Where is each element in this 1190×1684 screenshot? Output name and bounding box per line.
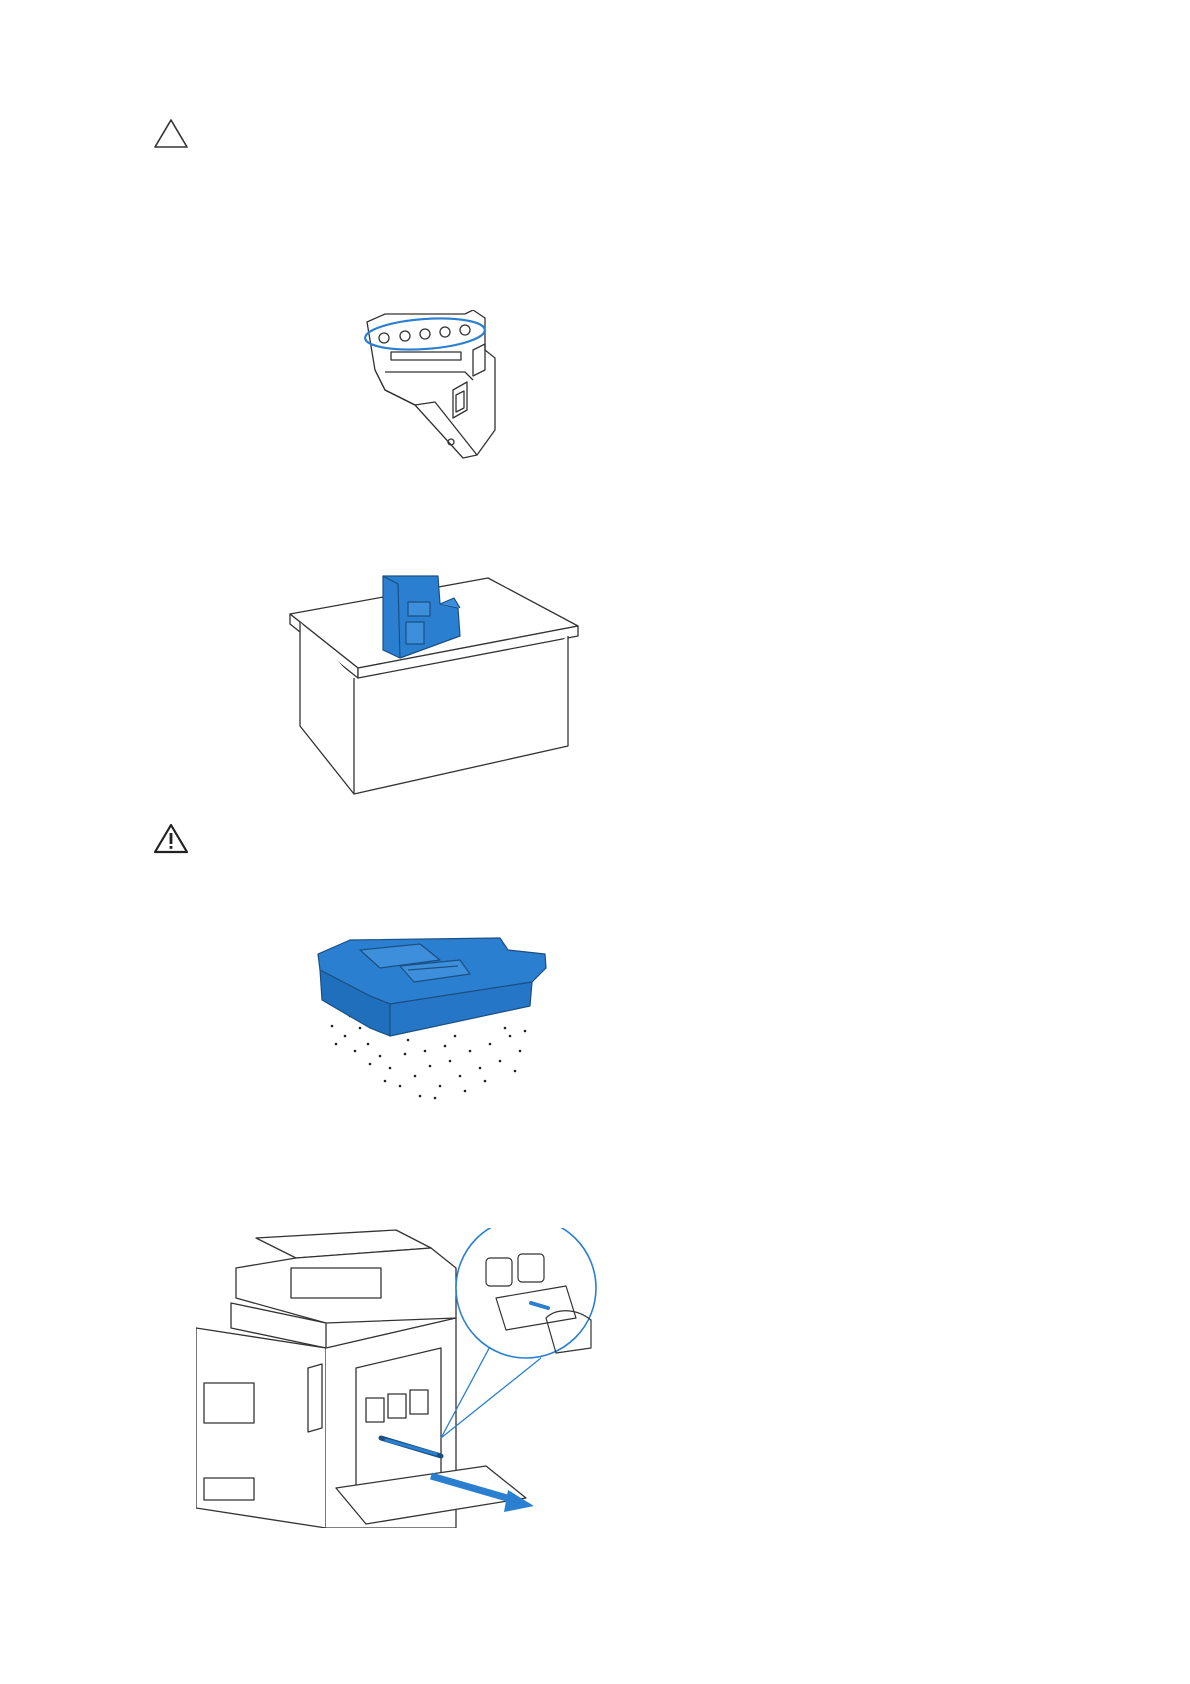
waste-toner-box-openings-illustration (355, 310, 535, 465)
warning-triangle-icon (153, 823, 189, 855)
waste-toner-box-on-table-illustration (288, 574, 583, 799)
caution-triangle-icon (153, 118, 189, 150)
waste-toner-box-spilled-toner-illustration (310, 936, 560, 1106)
printer-cleaning-rod-illustration (196, 1228, 636, 1528)
